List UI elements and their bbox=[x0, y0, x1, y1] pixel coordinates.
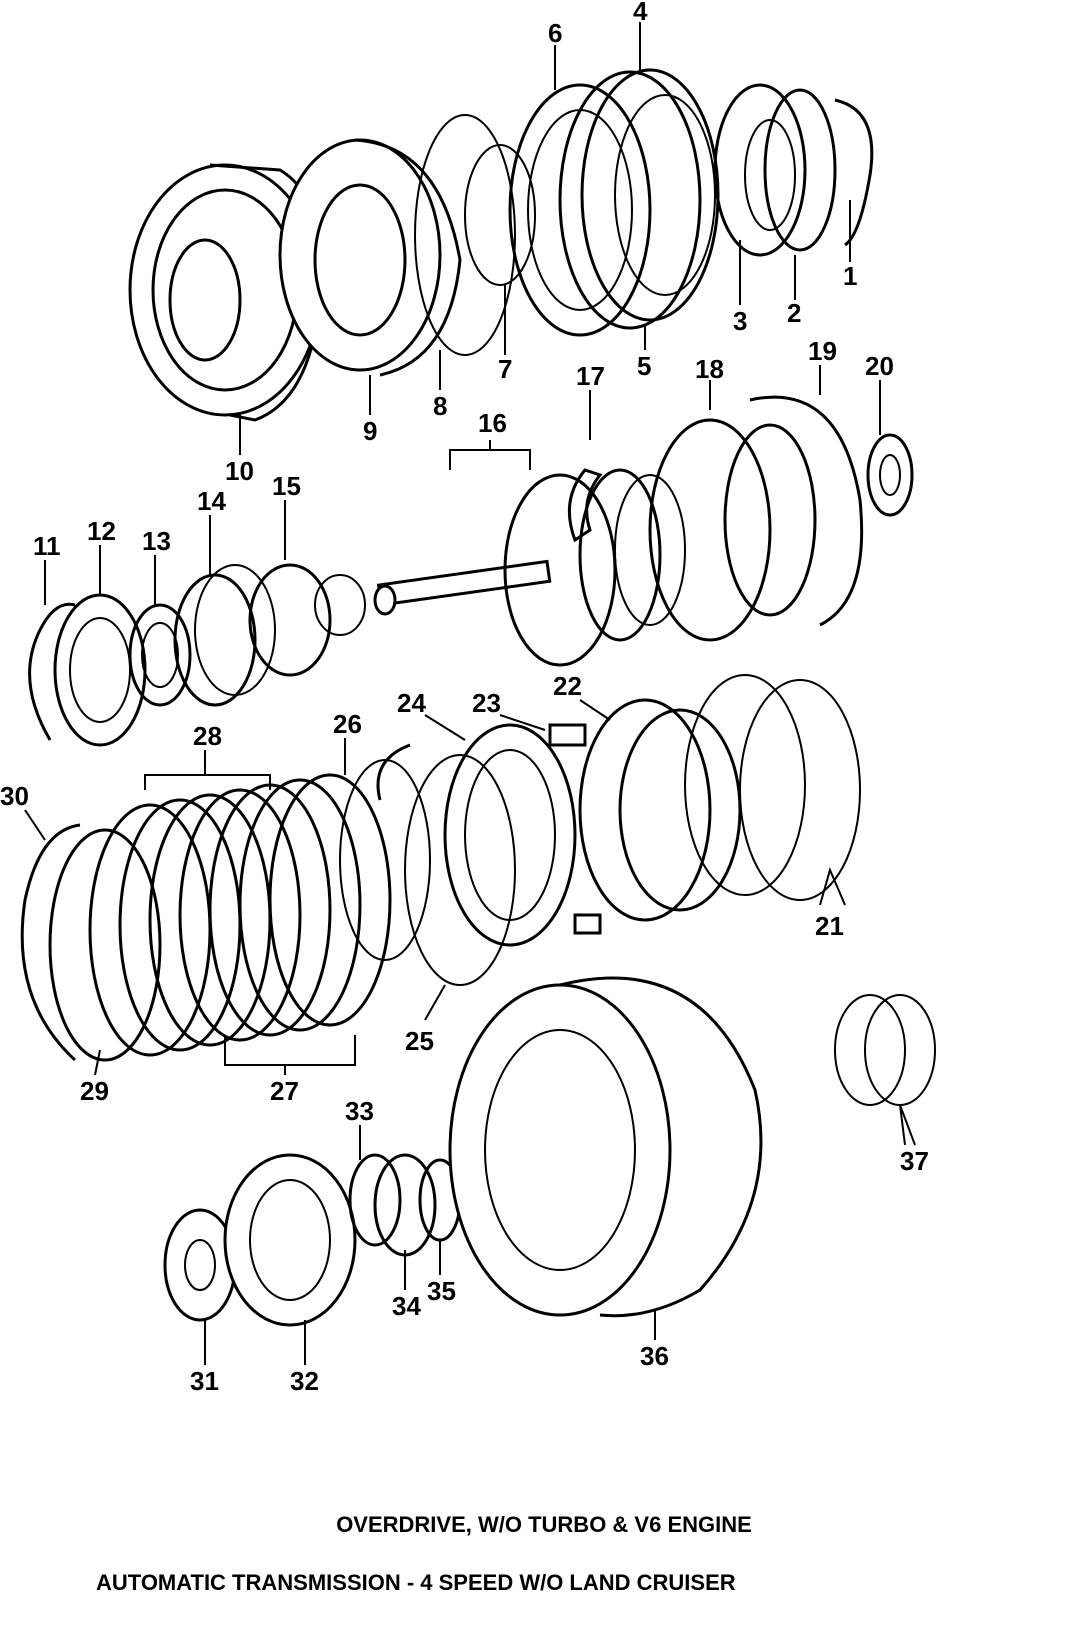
callout-17: 17 bbox=[576, 361, 605, 391]
part-2-3-spring-retainer bbox=[713, 83, 837, 257]
part-30-snap-ring bbox=[20, 823, 81, 1062]
part-6-plate bbox=[508, 83, 652, 337]
part-18-ring-gear bbox=[648, 418, 817, 642]
callout-12: 12 bbox=[87, 516, 116, 546]
diagram-caption-line-1: OVERDRIVE, W/O TURBO & V6 ENGINE bbox=[336, 1512, 752, 1537]
callout-9: 9 bbox=[363, 416, 377, 446]
callout-7: 7 bbox=[498, 354, 512, 384]
callout-5: 5 bbox=[637, 351, 651, 381]
callout-29: 29 bbox=[80, 1076, 109, 1106]
diagram-caption-line-2: AUTOMATIC TRANSMISSION - 4 SPEED W/O LAN… bbox=[96, 1570, 736, 1595]
callout-26: 26 bbox=[333, 709, 362, 739]
part-27-28-clutch-pack bbox=[88, 773, 392, 1057]
callout-36: 36 bbox=[640, 1341, 669, 1371]
part-36-case bbox=[448, 976, 763, 1318]
part-31-washer bbox=[163, 1208, 237, 1322]
part-4-5-clutch-pack bbox=[558, 68, 720, 330]
callout-16: 16 bbox=[478, 408, 507, 438]
part-25-ring bbox=[404, 754, 516, 986]
callout-34: 34 bbox=[392, 1291, 421, 1321]
callouts: 1 2 3 4 5 6 7 8 9 10 16 17 18 19 20 11 1… bbox=[0, 0, 929, 1396]
callout-33: 33 bbox=[345, 1096, 374, 1126]
part-20-washer bbox=[866, 433, 914, 517]
part-15-hub bbox=[248, 563, 366, 677]
part-37-rings bbox=[834, 994, 936, 1106]
callout-27: 27 bbox=[270, 1076, 299, 1106]
callout-10: 10 bbox=[225, 456, 254, 486]
callout-1: 1 bbox=[843, 261, 857, 291]
part-22-carrier bbox=[578, 698, 742, 922]
callout-14: 14 bbox=[197, 486, 226, 516]
part-13-bearing bbox=[128, 603, 192, 707]
callout-24: 24 bbox=[397, 688, 426, 718]
part-29-plate bbox=[48, 828, 162, 1062]
callout-18: 18 bbox=[695, 354, 724, 384]
part-17-clip bbox=[567, 468, 603, 543]
callout-31: 31 bbox=[190, 1366, 219, 1396]
part-9-piston bbox=[278, 138, 462, 377]
callout-2: 2 bbox=[787, 298, 801, 328]
part-33-bearing bbox=[348, 1153, 402, 1247]
callout-28: 28 bbox=[193, 721, 222, 751]
part-11-snap-ring bbox=[28, 602, 76, 741]
part-32-drum bbox=[223, 1153, 357, 1327]
part-26-snap-ring bbox=[339, 743, 431, 961]
callout-37: 37 bbox=[900, 1146, 929, 1176]
callout-23: 23 bbox=[472, 688, 501, 718]
callout-22: 22 bbox=[553, 671, 582, 701]
callout-35: 35 bbox=[427, 1276, 456, 1306]
part-8-ring bbox=[414, 114, 516, 356]
callout-19: 19 bbox=[808, 336, 837, 366]
callout-4: 4 bbox=[633, 0, 648, 26]
part-21-rings bbox=[684, 674, 861, 901]
callout-11: 11 bbox=[33, 531, 61, 561]
leader-lines bbox=[24, 22, 916, 1365]
exploded-parts-diagram: 1 2 3 4 5 6 7 8 9 10 16 17 18 19 20 11 1… bbox=[0, 0, 936, 1396]
part-1-snap-ring bbox=[834, 98, 874, 247]
part-19-snap-ring bbox=[749, 395, 864, 627]
part-16-shaft-assembly bbox=[373, 468, 686, 667]
callout-3: 3 bbox=[733, 306, 747, 336]
callout-13: 13 bbox=[142, 526, 171, 556]
part-24-piston bbox=[443, 723, 577, 947]
callout-8: 8 bbox=[433, 391, 447, 421]
callout-21: 21 bbox=[815, 911, 844, 941]
part-23-springs bbox=[548, 723, 602, 935]
callout-30: 30 bbox=[0, 781, 29, 811]
part-14-ring bbox=[173, 564, 276, 707]
callout-20: 20 bbox=[865, 351, 894, 381]
part-7-oring bbox=[464, 144, 536, 286]
callout-6: 6 bbox=[548, 18, 562, 48]
callout-32: 32 bbox=[290, 1366, 319, 1396]
callout-25: 25 bbox=[405, 1026, 434, 1056]
callout-15: 15 bbox=[272, 471, 301, 501]
